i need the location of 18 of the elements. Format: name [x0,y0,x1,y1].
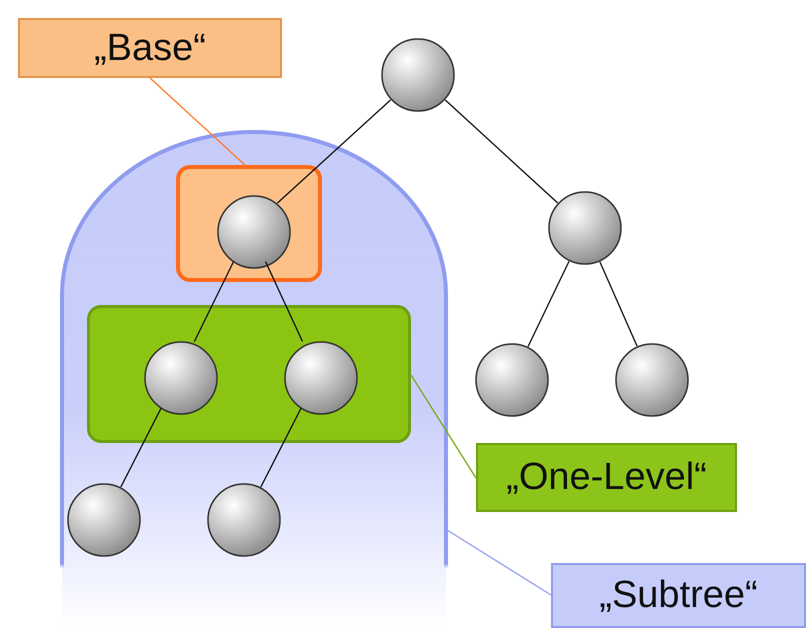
leader-line [150,78,246,166]
base-highlight [176,165,322,282]
callout-label [18,18,282,78]
tree-edge [260,408,302,488]
callout-label [551,563,806,628]
leader-line [446,529,552,596]
tree-edge [194,260,234,342]
callout-text: „Subtree“ [599,574,758,617]
tree-edge [120,408,162,488]
level-highlight [87,305,411,443]
tree-edge [527,261,570,347]
tree-edge [276,99,392,204]
callout-label [476,443,737,512]
tree-edge [599,262,638,346]
leader-line [410,374,477,478]
tree-edge [444,100,558,204]
callout-text: „Base“ [94,26,206,70]
callout-text: „One-Level“ [506,456,707,499]
